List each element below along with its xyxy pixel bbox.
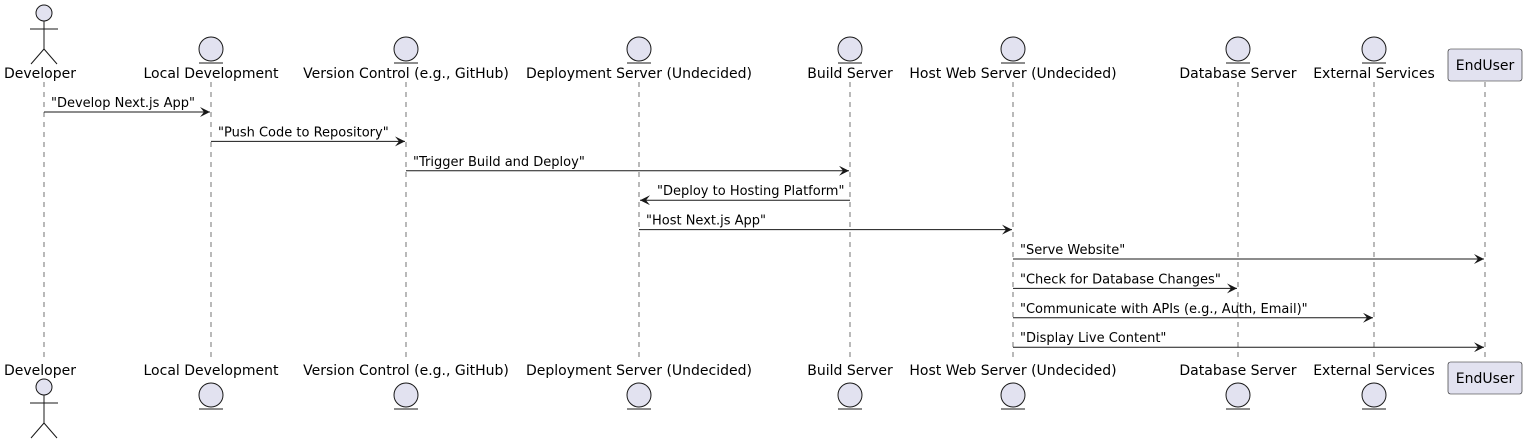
- participant-box-bottom-enduser: EndUser: [1447, 361, 1523, 395]
- entity-icon-top-ext: [1361, 36, 1387, 64]
- actor-icon-bottom-developer: [30, 378, 58, 439]
- message-label: "Serve Website": [1020, 243, 1125, 258]
- entity-icon-top-local: [198, 36, 224, 64]
- participant-label-bottom-local: Local Development: [144, 363, 279, 379]
- entity-icon-bottom-ext: [1361, 382, 1387, 410]
- participant-label-top-deploy: Deployment Server (Undecided): [526, 66, 752, 82]
- entity-icon-bottom-local: [198, 382, 224, 410]
- participant-label-bottom-build: Build Server: [807, 363, 893, 379]
- participant-label-bottom-developer: Developer: [4, 363, 76, 379]
- participant-label-top-host: Host Web Server (Undecided): [909, 66, 1116, 82]
- entity-icon-top-vcs: [393, 36, 419, 64]
- entity-icon-top-db: [1225, 36, 1251, 64]
- participant-label-top-ext: External Services: [1313, 66, 1435, 82]
- participant-label-bottom-deploy: Deployment Server (Undecided): [526, 363, 752, 379]
- message-label: "Check for Database Changes": [1020, 272, 1221, 287]
- entity-icon-bottom-vcs: [393, 382, 419, 410]
- entity-icon-bottom-build: [837, 382, 863, 410]
- message-label: "Trigger Build and Deploy": [413, 155, 585, 170]
- entity-icon-top-host: [1000, 36, 1026, 64]
- message-label: "Host Next.js App": [646, 214, 766, 229]
- participant-label-bottom-ext: External Services: [1313, 363, 1435, 379]
- participant-box-top-enduser-label: EndUser: [1456, 58, 1515, 74]
- entity-icon-bottom-host: [1000, 382, 1026, 410]
- message-label: "Deploy to Hosting Platform": [657, 184, 844, 199]
- entity-icon-bottom-deploy: [626, 382, 652, 410]
- participant-box-bottom-enduser-label: EndUser: [1456, 371, 1515, 387]
- entity-icon-top-build: [837, 36, 863, 64]
- message-label: "Communicate with APIs (e.g., Auth, Emai…: [1020, 302, 1308, 317]
- participant-label-top-db: Database Server: [1179, 66, 1296, 82]
- actor-icon-top-developer: [30, 4, 58, 65]
- message-label: "Display Live Content": [1020, 331, 1166, 346]
- participant-label-bottom-host: Host Web Server (Undecided): [909, 363, 1116, 379]
- message-label: "Develop Next.js App": [51, 96, 195, 111]
- participant-label-bottom-db: Database Server: [1179, 363, 1296, 379]
- entity-icon-top-deploy: [626, 36, 652, 64]
- participant-label-top-developer: Developer: [4, 66, 76, 82]
- participant-label-bottom-vcs: Version Control (e.g., GitHub): [303, 363, 509, 379]
- participant-label-top-vcs: Version Control (e.g., GitHub): [303, 66, 509, 82]
- participant-label-top-build: Build Server: [807, 66, 893, 82]
- entity-icon-bottom-db: [1225, 382, 1251, 410]
- participant-box-top-enduser: EndUser: [1447, 48, 1523, 82]
- participant-label-top-local: Local Development: [144, 66, 279, 82]
- message-label: "Push Code to Repository": [218, 125, 389, 140]
